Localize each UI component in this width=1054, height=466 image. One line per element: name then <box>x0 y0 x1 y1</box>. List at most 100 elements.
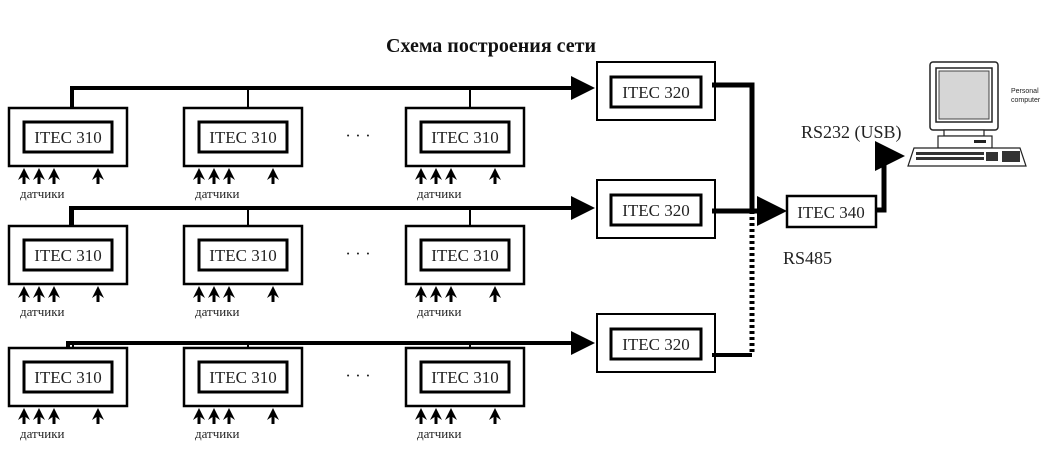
node-label: ITEC 310 <box>431 368 499 387</box>
sensor-arrow-icon <box>267 286 279 302</box>
sensors-label: датчики <box>195 186 240 201</box>
sensor-arrow-icon <box>489 286 501 302</box>
rs485-bus <box>712 82 787 357</box>
sensor-arrow-icon <box>92 286 104 302</box>
sensors-label: датчики <box>417 426 462 441</box>
ellipsis: · · · <box>345 244 370 263</box>
node-inner-box <box>197 360 289 394</box>
node-inner-box <box>419 238 511 272</box>
concentrator-label: ITEC 320 <box>622 335 690 354</box>
sensor-arrow-icon <box>33 286 45 302</box>
sensor-arrow-icon <box>18 168 30 184</box>
node-inner-box <box>22 120 114 154</box>
concentrator-itec320: ITEC 320 <box>596 179 716 239</box>
pc-label-line2: computer <box>1011 97 1041 104</box>
sensor-arrow-icon <box>193 408 205 424</box>
converter-label: ITEC 340 <box>797 203 865 222</box>
sensor-arrow-icon <box>489 408 501 424</box>
concentrator-inner-box <box>609 327 703 361</box>
concentrator-itec320: ITEC 320 <box>596 61 716 121</box>
node-label: ITEC 310 <box>209 368 277 387</box>
node-inner-box <box>197 120 289 154</box>
sensor-arrow-icon <box>489 168 501 184</box>
node-inner-box <box>22 360 114 394</box>
sensor-arrow-icon <box>208 408 220 424</box>
sensor-arrow-icon <box>415 286 427 302</box>
node-inner-box <box>22 238 114 272</box>
sensor-arrow-icon <box>48 408 60 424</box>
node-itec310: ITEC 310 датчики <box>7 88 129 201</box>
node-label: ITEC 310 <box>34 246 102 265</box>
sensor-arrow-icon <box>430 408 442 424</box>
row-bus-arrow <box>70 76 595 108</box>
sensor-arrow-icon <box>223 408 235 424</box>
sensor-arrow-icon <box>33 168 45 184</box>
sensors-label: датчики <box>20 186 65 201</box>
node-itec310: ITEC 310 датчики <box>7 208 129 319</box>
concentrator-label: ITEC 320 <box>622 83 690 102</box>
sensors-label: датчики <box>417 304 462 319</box>
node-label: ITEC 310 <box>209 128 277 147</box>
concentrator-inner-box <box>609 193 703 227</box>
sensor-arrow-icon <box>445 408 457 424</box>
node-itec310: ITEC 310 датчики <box>404 208 526 319</box>
sensor-arrow-icon <box>415 408 427 424</box>
sensor-arrow-icon <box>208 168 220 184</box>
node-itec310: ITEC 310 датчики <box>404 343 526 441</box>
sensor-arrow-icon <box>208 286 220 302</box>
converter-to-pc-arrow <box>875 141 905 213</box>
sensor-arrow-icon <box>18 408 30 424</box>
converter-itec340: ITEC 340 <box>785 194 878 229</box>
node-itec310: ITEC 310 датчики <box>404 88 526 201</box>
ellipsis: · · · <box>345 126 370 145</box>
row-bus-arrow <box>69 196 595 226</box>
sensor-arrow-icon <box>92 168 104 184</box>
rs485-label: RS485 <box>783 248 832 268</box>
diagram-title: Схема построения сети <box>386 35 596 57</box>
sensor-arrow-icon <box>18 286 30 302</box>
ellipsis: · · · <box>345 366 370 385</box>
sensor-arrow-icon <box>267 168 279 184</box>
node-label: ITEC 310 <box>431 128 499 147</box>
rs232-label: RS232 (USB) <box>801 122 902 143</box>
personal-computer-icon <box>907 61 1027 167</box>
sensor-arrow-icon <box>267 408 279 424</box>
sensors-label: датчики <box>195 304 240 319</box>
node-label: ITEC 310 <box>209 246 277 265</box>
sensor-arrow-icon <box>223 286 235 302</box>
node-itec310: ITEC 310 датчики <box>7 343 129 441</box>
node-itec310: ITEC 310 датчики <box>182 88 304 201</box>
sensors-label: датчики <box>195 426 240 441</box>
node-label: ITEC 310 <box>34 368 102 387</box>
sensor-arrow-icon <box>33 408 45 424</box>
network-row: ITEC 310 датчики ITEC 310 датчики ITEC 310 да… <box>7 61 716 201</box>
sensors-label: датчики <box>20 304 65 319</box>
sensor-arrow-icon <box>223 168 235 184</box>
node-itec310: ITEC 310 датчики <box>182 343 304 441</box>
network-row: ITEC 310 датчики ITEC 310 датчики ITEC 310 да… <box>7 313 716 441</box>
sensor-arrow-icon <box>415 168 427 184</box>
bus-segment-row1 <box>712 82 755 211</box>
pc-label-line1: Personal <box>1011 88 1039 95</box>
node-itec310: ITEC 310 датчики <box>182 208 304 319</box>
sensor-arrow-icon <box>92 408 104 424</box>
concentrator-label: ITEC 320 <box>622 201 690 220</box>
sensor-arrow-icon <box>430 286 442 302</box>
node-inner-box <box>419 120 511 154</box>
sensors-label: датчики <box>20 426 65 441</box>
concentrator-itec320: ITEC 320 <box>596 313 716 373</box>
sensor-arrow-icon <box>193 286 205 302</box>
sensors-label: датчики <box>417 186 462 201</box>
sensor-arrow-icon <box>430 168 442 184</box>
sensor-arrow-icon <box>445 168 457 184</box>
sensor-arrow-icon <box>193 168 205 184</box>
concentrator-inner-box <box>609 75 703 109</box>
converter-box <box>785 194 878 229</box>
node-label: ITEC 310 <box>34 128 102 147</box>
node-label: ITEC 310 <box>431 246 499 265</box>
row-bus-arrow <box>66 331 595 355</box>
sensor-arrow-icon <box>445 286 457 302</box>
sensor-arrow-icon <box>48 286 60 302</box>
